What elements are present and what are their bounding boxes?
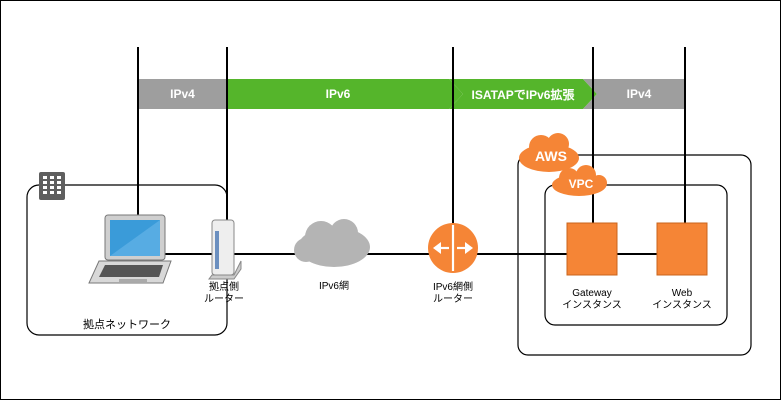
aws-label: AWS xyxy=(535,148,567,164)
ipv4-left-label: IPv4 xyxy=(170,87,195,101)
gateway-instance-icon xyxy=(566,222,618,276)
ipv4-left-band xyxy=(138,79,227,109)
ipv4-right-label: IPv4 xyxy=(626,87,652,101)
building-icon xyxy=(39,172,65,200)
vpc-label: VPC xyxy=(568,177,594,191)
laptop-icon xyxy=(88,214,172,284)
router-icon xyxy=(428,223,478,273)
ipv6-router-label: IPv6網側 ルーター xyxy=(432,282,473,305)
web-instance-label: Web インスタンス xyxy=(652,288,712,311)
cloud-icon xyxy=(294,219,370,267)
ipv6-net-label: IPv6網 xyxy=(318,281,349,292)
router-device-icon xyxy=(208,219,242,280)
aws-cloud-icon xyxy=(519,133,579,172)
ipv4-right-band xyxy=(583,79,685,109)
protocol-bar xyxy=(138,79,685,109)
isatap-arrow xyxy=(449,79,597,109)
vpc-cloud-icon xyxy=(552,165,607,196)
isatap-label: ISATAPでIPv6拡張 xyxy=(471,87,575,102)
ipv6-label: IPv6 xyxy=(325,87,351,101)
site-network-label: 拠点ネットワーク xyxy=(83,319,171,331)
ipv6-arrow xyxy=(227,79,463,109)
gateway-instance-label: Gateway インスタンス xyxy=(562,288,622,311)
site-router-label: 拠点側 ルーター xyxy=(204,282,244,305)
web-instance-icon xyxy=(656,222,708,276)
